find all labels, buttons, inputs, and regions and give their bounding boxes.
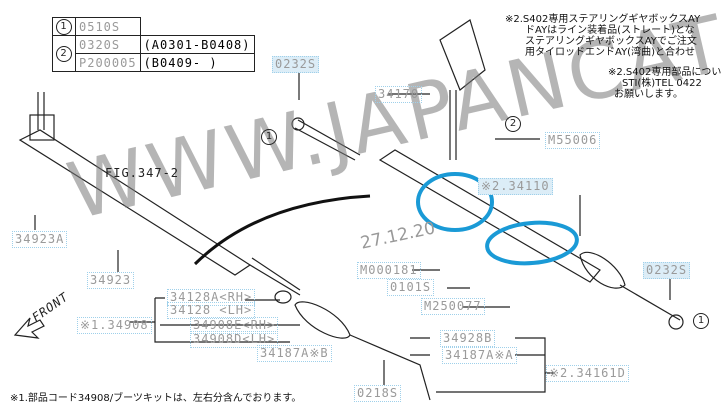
part-34128a[interactable]: 34128A<RH> — [167, 289, 256, 306]
note-boot-kit: ※1.部品コード34908/ブーツキットは、左右分含んでおります。 — [10, 393, 302, 404]
part-34908[interactable]: ※1.34908 — [77, 317, 152, 334]
note-line: ドAYはライン装着品(ストレート)とな — [525, 25, 695, 36]
table-row: P200005 (B0409- ) — [53, 53, 255, 72]
boot-left — [294, 301, 351, 339]
note-line: 用タイロッドエンドAY(湾曲)と合わせ — [525, 47, 695, 58]
part-code[interactable]: 0320S — [75, 35, 141, 54]
part-34923a[interactable]: 34923A — [12, 231, 68, 248]
boot-right — [579, 251, 626, 289]
pinion-shaft-right — [449, 90, 457, 160]
routing-curve — [193, 194, 371, 266]
callout-2: 2 — [505, 116, 521, 132]
table-row: 1 0510S — [52, 17, 255, 36]
date-range: (A0301-B0408) — [139, 35, 255, 54]
part-code[interactable]: P200005 — [75, 53, 141, 72]
tie-rod-left — [349, 334, 431, 401]
part-34908e[interactable]: 34908E<RH> — [190, 317, 279, 334]
part-34161d[interactable]: ※2.34161D — [546, 365, 629, 382]
clamp — [274, 290, 292, 304]
callout-1: 1 — [261, 129, 277, 145]
part-code[interactable]: 0510S — [75, 17, 141, 36]
front-arrow-icon — [13, 317, 45, 339]
rack-housing-right — [378, 149, 601, 283]
highlight-circle-2 — [485, 220, 579, 266]
part-34110[interactable]: ※2.34110 — [478, 178, 553, 195]
part-0232s-top[interactable]: 0232S — [272, 56, 320, 73]
note-line: ※2.S402専用部品につい — [608, 67, 721, 78]
date-range: (B0409- ) — [139, 53, 255, 72]
callout-1: 1 — [693, 313, 709, 329]
note-line: ※2.S402専用ステアリングギヤボックスAY — [505, 14, 701, 25]
part-34908d[interactable]: 34908D<LH> — [190, 331, 279, 348]
pinion-shaft — [37, 92, 45, 130]
note-s402-gearbox: ※2.S402専用ステアリングギヤボックスAY ドAYはライン装着品(ストレート… — [505, 14, 700, 58]
part-0101s[interactable]: 0101S — [387, 279, 435, 296]
callout-marker: 2 — [56, 46, 72, 62]
part-0218s[interactable]: 0218S — [354, 385, 402, 402]
note-line: ステアリングギヤボックスAYでご注文 — [525, 36, 697, 47]
part-m55006[interactable]: M55006 — [545, 132, 601, 149]
part-34170[interactable]: 34170 — [375, 86, 423, 103]
tie-rod-top — [294, 119, 361, 161]
part-0232s-right[interactable]: 0232S — [643, 262, 691, 279]
part-m000181[interactable]: M000181 — [357, 262, 421, 279]
note-line: お願いします。 — [614, 89, 683, 100]
universal-joint — [439, 19, 486, 91]
part-34923[interactable]: 34923 — [87, 272, 135, 289]
highlight-circle-1 — [416, 172, 494, 232]
date-range — [140, 18, 254, 36]
note-line: STI(株)TEL 0422 — [622, 78, 702, 89]
part-34128[interactable]: 34128 <LH> — [167, 302, 256, 319]
part-m250077[interactable]: M250077 — [421, 298, 485, 315]
note-s402-parts: ※2.S402専用部品につい STI(株)TEL 0422 お願いします。 — [608, 67, 721, 100]
callout-marker: 1 — [56, 19, 72, 35]
figure-reference[interactable]: FIG.347-2 — [105, 166, 180, 180]
variant-table: 1 0510S 2 0320S (A0301-B0408) P200005 (B… — [52, 17, 255, 72]
tie-rod-right — [619, 284, 681, 321]
part-34187a-b[interactable]: 34187A※B — [257, 345, 332, 362]
pinion-housing — [29, 114, 55, 141]
part-34187a-a[interactable]: 34187A※A — [442, 347, 517, 364]
ball-joint-right — [668, 314, 684, 330]
part-34928b[interactable]: 34928B — [440, 330, 496, 347]
table-row: 2 0320S (A0301-B0408) — [52, 35, 255, 72]
inner-tie-rod-left — [249, 257, 301, 296]
